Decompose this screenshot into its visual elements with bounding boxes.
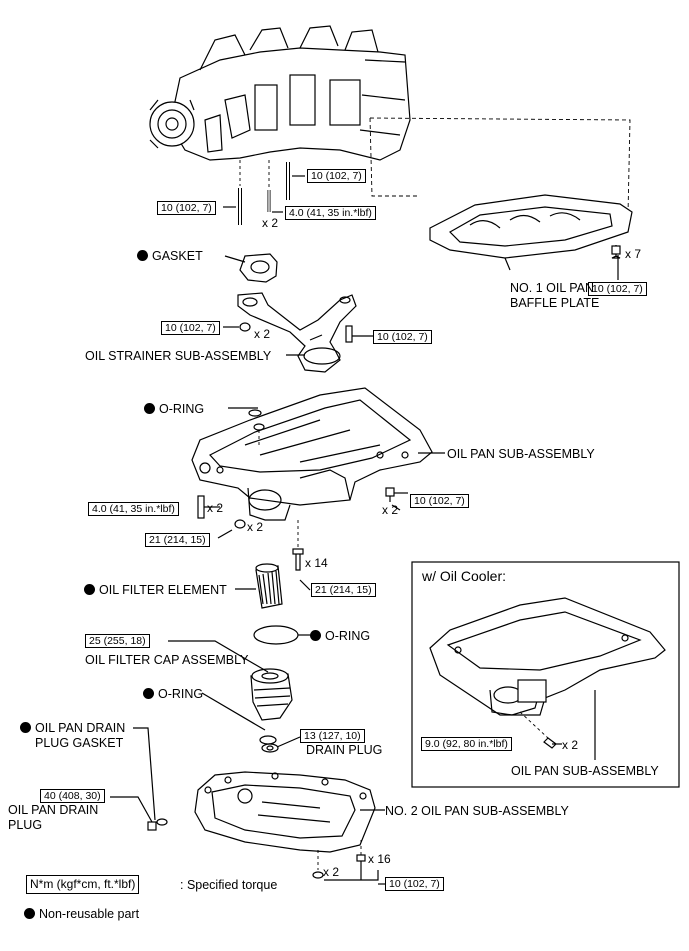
count-oil-pan-nut: x 2 xyxy=(247,520,264,534)
count-oil-pan-long-bolt: x 14 xyxy=(305,556,328,570)
label-drain-plug: DRAIN PLUG xyxy=(306,743,383,757)
torque-baffle-bolt: 10 (102, 7) xyxy=(588,282,647,296)
label-oring-top-text: O-RING xyxy=(159,402,205,416)
count-inset-stud: x 2 xyxy=(562,738,579,752)
drain-gasket-and-plug xyxy=(110,727,168,831)
label-oil-strainer: OIL STRAINER SUB-ASSEMBLY xyxy=(85,349,272,363)
legend-non-reusable-text: Non-reusable part xyxy=(39,907,140,921)
label-oring-cap-text: O-RING xyxy=(158,687,204,701)
label-oring-cap: O-RING xyxy=(143,687,203,701)
gasket xyxy=(224,253,278,283)
torque-oil-pan-stud: 4.0 (41, 35 in.*lbf) xyxy=(88,502,179,516)
oil-strainer xyxy=(223,292,373,373)
label-oring-mid-text: O-RING xyxy=(325,629,371,643)
count-oil-pan-stud: x 2 xyxy=(207,501,224,515)
engine-studs xyxy=(223,160,305,225)
count-strainer-nut: x 2 xyxy=(254,327,271,341)
legend-non-reusable: Non-reusable part xyxy=(24,907,139,921)
inset-frame xyxy=(411,561,680,788)
count-stud-small: x 2 xyxy=(262,216,279,230)
drain-plug xyxy=(261,736,301,753)
oil-pan-sub-assembly xyxy=(191,387,445,521)
non-reusable-dot-icon xyxy=(143,688,154,699)
torque-stud-left: 10 (102, 7) xyxy=(157,201,216,215)
inset-title: w/ Oil Cooler: xyxy=(422,568,507,584)
count-no2-nut: x 2 xyxy=(323,865,340,879)
label-filter-element: OIL FILTER ELEMENT xyxy=(84,583,227,597)
label-baffle-plate-1: NO. 1 OIL PAN xyxy=(510,281,595,295)
inset-oil-pan xyxy=(429,597,666,760)
non-reusable-dot-icon xyxy=(24,908,35,919)
label-inset-oil-pan: OIL PAN SUB-ASSEMBLY xyxy=(511,764,659,778)
torque-oil-pan-nut: 21 (214, 15) xyxy=(145,533,210,547)
label-drain-gasket-1-text: OIL PAN DRAIN xyxy=(35,721,126,735)
torque-filter-cap: 25 (255, 18) xyxy=(85,634,150,648)
label-oring-mid: O-RING xyxy=(310,629,370,643)
oil-filter-element xyxy=(235,563,283,609)
label-oil-pan: OIL PAN SUB-ASSEMBLY xyxy=(447,447,595,461)
label-drain-gasket-1: OIL PAN DRAIN xyxy=(20,721,125,735)
label-baffle-plate-2: BAFFLE PLATE xyxy=(510,296,600,310)
non-reusable-dot-icon xyxy=(310,630,321,641)
label-no2-oil-pan: NO. 2 OIL PAN SUB-ASSEMBLY xyxy=(385,804,569,818)
torque-oil-pan-drain-plug: 40 (408, 30) xyxy=(40,789,105,803)
torque-strainer-nut: 10 (102, 7) xyxy=(161,321,220,335)
baffle-plate xyxy=(429,194,633,280)
oil-filter-cap xyxy=(168,640,293,745)
label-gasket-text: GASKET xyxy=(152,249,203,263)
torque-drain-plug: 13 (127, 10) xyxy=(300,729,365,743)
label-gasket: GASKET xyxy=(137,249,203,263)
non-reusable-dot-icon xyxy=(144,403,155,414)
label-oil-pan-drain-plug-2: PLUG xyxy=(8,818,43,832)
oil-pan-bolts xyxy=(197,487,408,591)
label-drain-gasket-2: PLUG GASKET xyxy=(35,736,124,750)
torque-stud-top: 10 (102, 7) xyxy=(307,169,366,183)
oring-mid xyxy=(253,625,310,645)
label-filter-cap: OIL FILTER CAP ASSEMBLY xyxy=(85,653,249,667)
count-no2-bolt: x 16 xyxy=(368,852,391,866)
non-reusable-dot-icon xyxy=(20,722,31,733)
torque-stud-small: 4.0 (41, 35 in.*lbf) xyxy=(285,206,376,220)
label-oil-pan-drain-plug-1: OIL PAN DRAIN xyxy=(8,803,99,817)
count-baffle-bolt: x 7 xyxy=(625,247,642,261)
torque-no2-oil-pan: 10 (102, 7) xyxy=(385,877,444,891)
label-oring-top: O-RING xyxy=(144,402,204,416)
legend-torque-text: : Specified torque xyxy=(180,878,278,892)
torque-oil-pan-bolt: 10 (102, 7) xyxy=(410,494,469,508)
oring-top xyxy=(228,407,265,445)
engine-block xyxy=(149,25,411,161)
torque-strainer-bolt: 10 (102, 7) xyxy=(373,330,432,344)
no2-oil-pan xyxy=(194,771,385,885)
non-reusable-dot-icon xyxy=(137,250,148,261)
non-reusable-dot-icon xyxy=(84,584,95,595)
torque-inset-stud: 9.0 (92, 80 in.*lbf) xyxy=(421,737,512,751)
label-filter-element-text: OIL FILTER ELEMENT xyxy=(99,583,227,597)
count-oil-pan-bolt: x 2 xyxy=(382,503,399,517)
torque-oil-pan-long-bolt: 21 (214, 15) xyxy=(311,583,376,597)
legend-torque-box: N*m (kgf*cm, ft.*lbf) xyxy=(26,875,140,894)
